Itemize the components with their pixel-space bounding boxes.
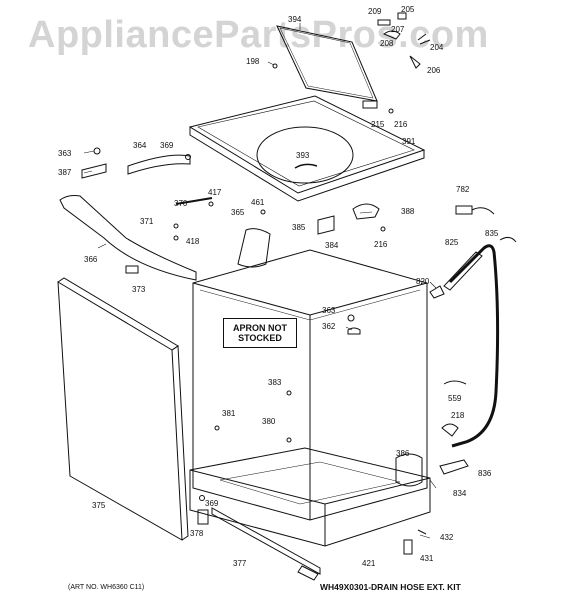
callout: 366 — [84, 255, 98, 264]
callout: 205 — [401, 5, 415, 14]
callout: 378 — [190, 529, 204, 538]
callout: 206 — [427, 66, 441, 75]
callout: 559 — [448, 394, 462, 403]
callout: 371 — [140, 217, 154, 226]
callout-labels: 394 209 205 207 208 204 198 206 215 216 … — [58, 5, 499, 568]
callout: 377 — [233, 559, 247, 568]
callout: 380 — [262, 417, 276, 426]
callout: 370 — [174, 199, 188, 208]
lid-part — [277, 26, 377, 101]
apron-note-line-2: STOCKED — [238, 333, 282, 343]
callout: 387 — [58, 168, 72, 177]
callout: 383 — [268, 378, 282, 387]
callout: 381 — [222, 409, 236, 418]
hinge-parts — [273, 13, 430, 113]
callout: 215 — [371, 120, 385, 129]
callout: 216 — [374, 240, 388, 249]
callout: 375 — [92, 501, 106, 510]
callout: 431 — [420, 554, 434, 563]
callout: 417 — [208, 188, 222, 197]
callout: 369 — [160, 141, 174, 150]
callout: 369 — [205, 499, 219, 508]
callout: 385 — [292, 223, 306, 232]
callout: 198 — [246, 57, 260, 66]
callout: 461 — [251, 198, 265, 207]
callout: 782 — [456, 185, 470, 194]
callout: 209 — [368, 7, 382, 16]
left-mounting-parts — [60, 148, 270, 280]
callout: 362 — [322, 322, 336, 331]
callout: 373 — [132, 285, 146, 294]
drain-hose-parts — [430, 206, 516, 474]
callout: 365 — [231, 208, 245, 217]
drain-hose-kit-note: WH49X0301-DRAIN HOSE EXT. KIT — [320, 582, 461, 592]
base-frame — [190, 448, 430, 546]
watermark: AppliancePartsPros.com — [28, 14, 489, 56]
front-panel — [58, 278, 188, 540]
apron-not-stocked-note: APRON NOT STOCKED — [223, 318, 297, 348]
cabinet-body — [193, 250, 427, 520]
apron-note-line-1: APRON NOT — [233, 323, 287, 333]
callout: 834 — [453, 489, 467, 498]
callout: 835 — [485, 229, 499, 238]
callout: 418 — [186, 237, 200, 246]
callout: 820 — [416, 277, 430, 286]
callout: 363 — [58, 149, 72, 158]
art-number: (ART NO. WH6360 C11) — [68, 584, 145, 591]
callout: 216 — [394, 120, 408, 129]
callout: 363 — [322, 306, 336, 315]
callout: 218 — [451, 411, 465, 420]
top-panel — [190, 96, 424, 234]
callout: 388 — [401, 207, 415, 216]
callout: 394 — [288, 15, 302, 24]
callout: 208 — [380, 39, 394, 48]
callout: 836 — [478, 469, 492, 478]
callout: 386 — [396, 449, 410, 458]
leader-lines — [84, 23, 436, 538]
callout: 384 — [325, 241, 339, 250]
callout: 204 — [430, 43, 444, 52]
kick-plate — [198, 496, 426, 581]
callout: 393 — [296, 151, 310, 160]
callout: 364 — [133, 141, 147, 150]
callout: 391 — [402, 137, 416, 146]
callout: 421 — [362, 559, 376, 568]
callout: 432 — [440, 533, 454, 542]
callout: 207 — [391, 25, 405, 34]
callout: 825 — [445, 238, 459, 247]
